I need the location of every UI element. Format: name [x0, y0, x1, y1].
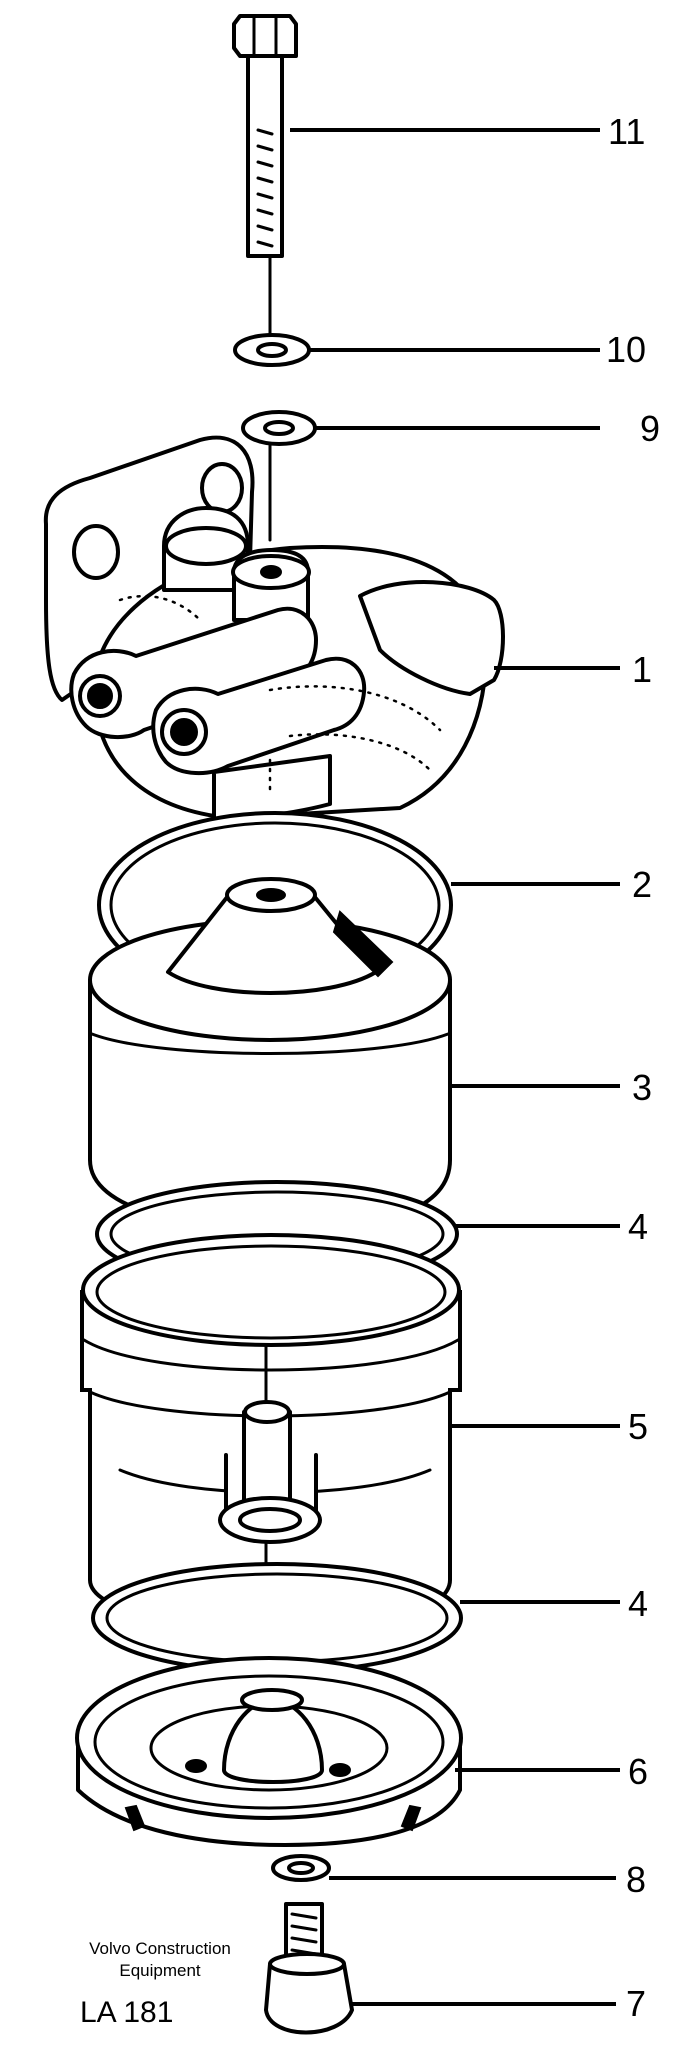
- callout-8: 8: [626, 1859, 646, 1900]
- callout-5: 5: [628, 1406, 648, 1447]
- callout-9: 9: [640, 408, 660, 449]
- filter-head-part-1: [43, 435, 505, 822]
- callout-1: 1: [632, 649, 652, 690]
- manufacturer-line-2: Equipment: [119, 1961, 201, 1980]
- washer-part-8: [271, 1854, 331, 1882]
- callout-4-upper: 4: [628, 1206, 648, 1247]
- callout-11: 11: [608, 111, 645, 152]
- manufacturer-line-1: Volvo Construction: [89, 1939, 231, 1958]
- manufacturer-label: Volvo Construction Equipment: [50, 1938, 270, 1982]
- bottom-cover-part-6: [75, 1656, 463, 1847]
- callout-2: 2: [632, 864, 652, 905]
- washer-part-10: [233, 333, 311, 367]
- drain-screw-part-7: [264, 1902, 354, 2035]
- drawing-code: LA 181: [80, 1996, 174, 2029]
- callout-6: 6: [628, 1751, 648, 1792]
- sealing-ring-part-4-lower: [91, 1562, 463, 1674]
- seal-ring-part-9: [241, 410, 317, 446]
- filter-element-part-3: [88, 877, 452, 1232]
- callout-3: 3: [632, 1067, 652, 1108]
- bolt-part-11: [232, 14, 298, 258]
- callout-4-lower: 4: [628, 1583, 648, 1624]
- callout-7: 7: [626, 1983, 646, 2024]
- filter-bowl-part-5: [80, 1233, 462, 1633]
- callout-10: 10: [606, 329, 646, 370]
- leader-lines: [290, 128, 620, 2006]
